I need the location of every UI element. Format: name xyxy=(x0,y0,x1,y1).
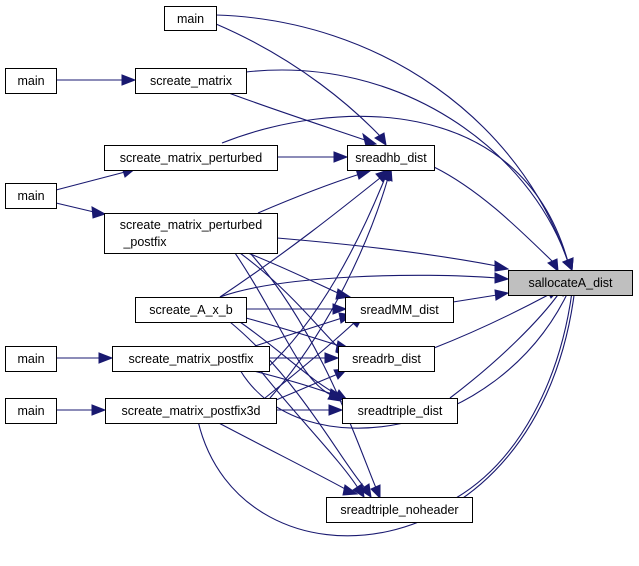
node-screate-matrix-perturbed-postfix[interactable]: screate_matrix_perturbed _postfix xyxy=(104,213,278,254)
node-label: screate_matrix_perturbed xyxy=(120,151,262,165)
edge-perturbed-postfix-to-sreadhb-dist xyxy=(257,168,372,214)
node-label: screate_matrix xyxy=(150,74,233,88)
node-label: main xyxy=(17,352,44,366)
edge-axb-to-sreadMM-dist xyxy=(246,303,348,315)
node-label: main xyxy=(17,189,44,203)
edge-perturbed-postfix-to-sreadMM-dist xyxy=(247,252,352,300)
edge-sreadhb-to-sallocateA-dist xyxy=(433,166,559,273)
edge-postfix3d-to-sreadtriple-dist xyxy=(276,404,344,416)
node-label: main xyxy=(17,404,44,418)
edge-main-to-sreadhb-dist xyxy=(215,23,387,147)
node-label: sreadrb_dist xyxy=(352,352,421,366)
node-screate-matrix[interactable]: screate_matrix xyxy=(135,68,247,94)
node-screate-matrix-perturbed[interactable]: screate_matrix_perturbed xyxy=(104,145,278,171)
node-screate-matrix-postfix3d[interactable]: screate_matrix_postfix3d xyxy=(105,398,277,424)
node-main-4[interactable]: main xyxy=(5,346,57,372)
node-label: sreadMM_dist xyxy=(360,303,439,317)
node-label: sallocateA_dist xyxy=(528,276,613,290)
node-screate-a-x-b[interactable]: screate_A_x_b xyxy=(135,297,247,323)
node-sreadtriple-dist[interactable]: sreadtriple_dist xyxy=(342,398,458,424)
node-label: main xyxy=(177,12,204,26)
node-sallocateA-dist[interactable]: sallocateA_dist xyxy=(508,270,633,296)
node-main-1[interactable]: main xyxy=(164,6,217,31)
edge-postfix3d-to-sreadhb-dist xyxy=(269,166,393,399)
edge-postfix-to-noheader xyxy=(259,369,365,499)
node-main-3[interactable]: main xyxy=(5,183,57,209)
edge-axb-to-sallocateA-dist xyxy=(219,272,510,298)
node-label: sreadtriple_noheader xyxy=(340,503,458,517)
node-sreadtriple-noheader[interactable]: sreadtriple_noheader xyxy=(326,497,473,523)
edge-screate-matrix-to-sreadhb-dist xyxy=(225,91,378,147)
node-label-line2: _postfix xyxy=(122,235,167,249)
edge-postfix-to-sreadrb-dist xyxy=(269,352,340,364)
edge-main3-to-perturbed-postfix xyxy=(55,202,107,219)
node-label: sreadhb_dist xyxy=(355,151,427,165)
node-label: screate_A_x_b xyxy=(149,303,232,317)
edge-sreadMM-to-sallocateA-dist xyxy=(452,289,510,303)
edge-postfix3d-to-noheader xyxy=(214,420,359,496)
edge-main4-to-postfix xyxy=(56,352,114,364)
edge-axb-to-noheader xyxy=(229,321,372,499)
edge-perturbed-postfix-to-sallocateA-dist xyxy=(276,237,510,272)
node-label: sreadtriple_dist xyxy=(358,404,443,418)
edge-perturbed-to-sallocateA-dist xyxy=(221,115,574,272)
edge-postfix-to-sreadMM-dist xyxy=(254,312,354,347)
edge-main2-to-screate-matrix xyxy=(56,74,137,86)
node-sreadhb-dist[interactable]: sreadhb_dist xyxy=(347,145,435,171)
node-label-line1: screate_matrix_perturbed xyxy=(120,218,262,232)
edges xyxy=(55,14,581,537)
edge-main5-to-postfix3d xyxy=(56,404,107,416)
node-sreadrb-dist[interactable]: sreadrb_dist xyxy=(338,346,435,372)
node-label: screate_matrix_postfix xyxy=(128,352,254,366)
node-main-2[interactable]: main xyxy=(5,68,57,94)
edge-postfix-to-sreadtriple-dist xyxy=(249,369,345,400)
node-screate-matrix-postfix[interactable]: screate_matrix_postfix xyxy=(112,346,270,372)
node-sreadmm-dist[interactable]: sreadMM_dist xyxy=(345,297,454,323)
node-label: screate_matrix_postfix3d xyxy=(122,404,261,418)
edge-perturbed-postfix-to-sreadrb-dist xyxy=(239,252,349,358)
edge-noheader-to-sallocateA-dist xyxy=(455,280,578,499)
edge-perturbed-to-sreadhb-dist xyxy=(277,151,349,163)
node-label: main xyxy=(17,74,44,88)
node-main-5[interactable]: main xyxy=(5,398,57,424)
